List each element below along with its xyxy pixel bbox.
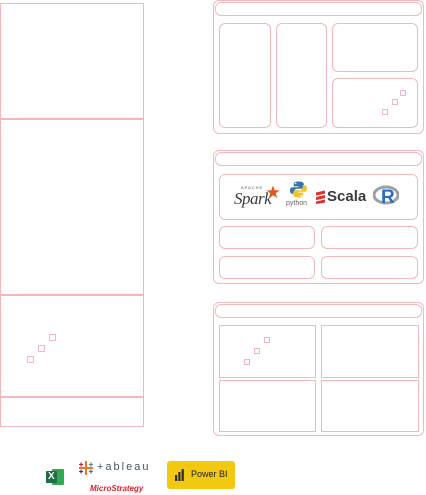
group-languages-cell-3 xyxy=(219,256,315,279)
group-top-card-3 xyxy=(332,23,418,72)
group-bottom-cell-2 xyxy=(321,325,419,378)
scala-icon xyxy=(316,190,325,204)
group-top xyxy=(213,0,424,134)
left-panel-lower xyxy=(0,295,144,397)
excel-logo: X xyxy=(46,467,64,487)
language-logo-strip: APACHE Spark python Scala xyxy=(219,174,418,220)
group-bottom xyxy=(213,302,424,436)
group-languages-cell-1 xyxy=(219,226,315,249)
decorative-square xyxy=(244,359,250,365)
decorative-square xyxy=(392,99,398,105)
group-top-card-2 xyxy=(276,23,327,128)
tableau-cross-icon xyxy=(79,461,93,475)
scala-label: Scala xyxy=(327,188,367,205)
group-bottom-cell-3 xyxy=(219,380,316,432)
scala-logo: Scala xyxy=(316,188,366,208)
spark-label: Spark xyxy=(234,189,272,208)
powerbi-bars-icon xyxy=(175,469,184,481)
python-label: python xyxy=(286,200,308,207)
powerbi-logo: Power BI xyxy=(167,461,235,489)
decorative-square xyxy=(49,334,56,341)
group-languages-cell-4 xyxy=(321,256,418,279)
spark-superscript: APACHE xyxy=(241,185,264,190)
decorative-square xyxy=(254,348,260,354)
left-panel-middle xyxy=(0,119,144,295)
group-bottom-cell-1 xyxy=(219,325,316,378)
group-languages: APACHE Spark python Scala xyxy=(213,150,424,284)
python-logo: python xyxy=(286,181,310,215)
decorative-square xyxy=(27,356,34,363)
group-top-card-4 xyxy=(332,78,418,128)
group-languages-cell-2 xyxy=(321,226,418,249)
group-languages-header-bar xyxy=(215,152,422,166)
group-bottom-cell-4 xyxy=(321,380,419,432)
powerbi-label: Power BI xyxy=(191,469,228,479)
decorative-square xyxy=(400,90,406,96)
group-top-header-bar xyxy=(215,2,422,16)
decorative-square xyxy=(264,337,270,343)
group-top-card-1 xyxy=(219,23,271,128)
tableau-label: +ableau xyxy=(97,461,151,473)
r-logo: R xyxy=(373,185,401,211)
r-ring-icon xyxy=(373,185,399,205)
excel-badge-letter: X xyxy=(48,471,55,482)
python-icon xyxy=(290,181,307,198)
decorative-square xyxy=(382,109,388,115)
left-panel-top xyxy=(0,3,144,119)
excel-badge: X xyxy=(46,471,57,483)
microstrategy-label: MicroStrategy xyxy=(90,484,144,493)
spark-logo: APACHE Spark xyxy=(234,185,282,211)
star-icon xyxy=(266,185,280,198)
decorative-square xyxy=(38,345,45,352)
group-bottom-header-bar xyxy=(215,304,422,318)
left-panel-bottom xyxy=(0,397,144,427)
tableau-logo: +ableau xyxy=(78,460,158,478)
r-label: R xyxy=(381,187,395,208)
